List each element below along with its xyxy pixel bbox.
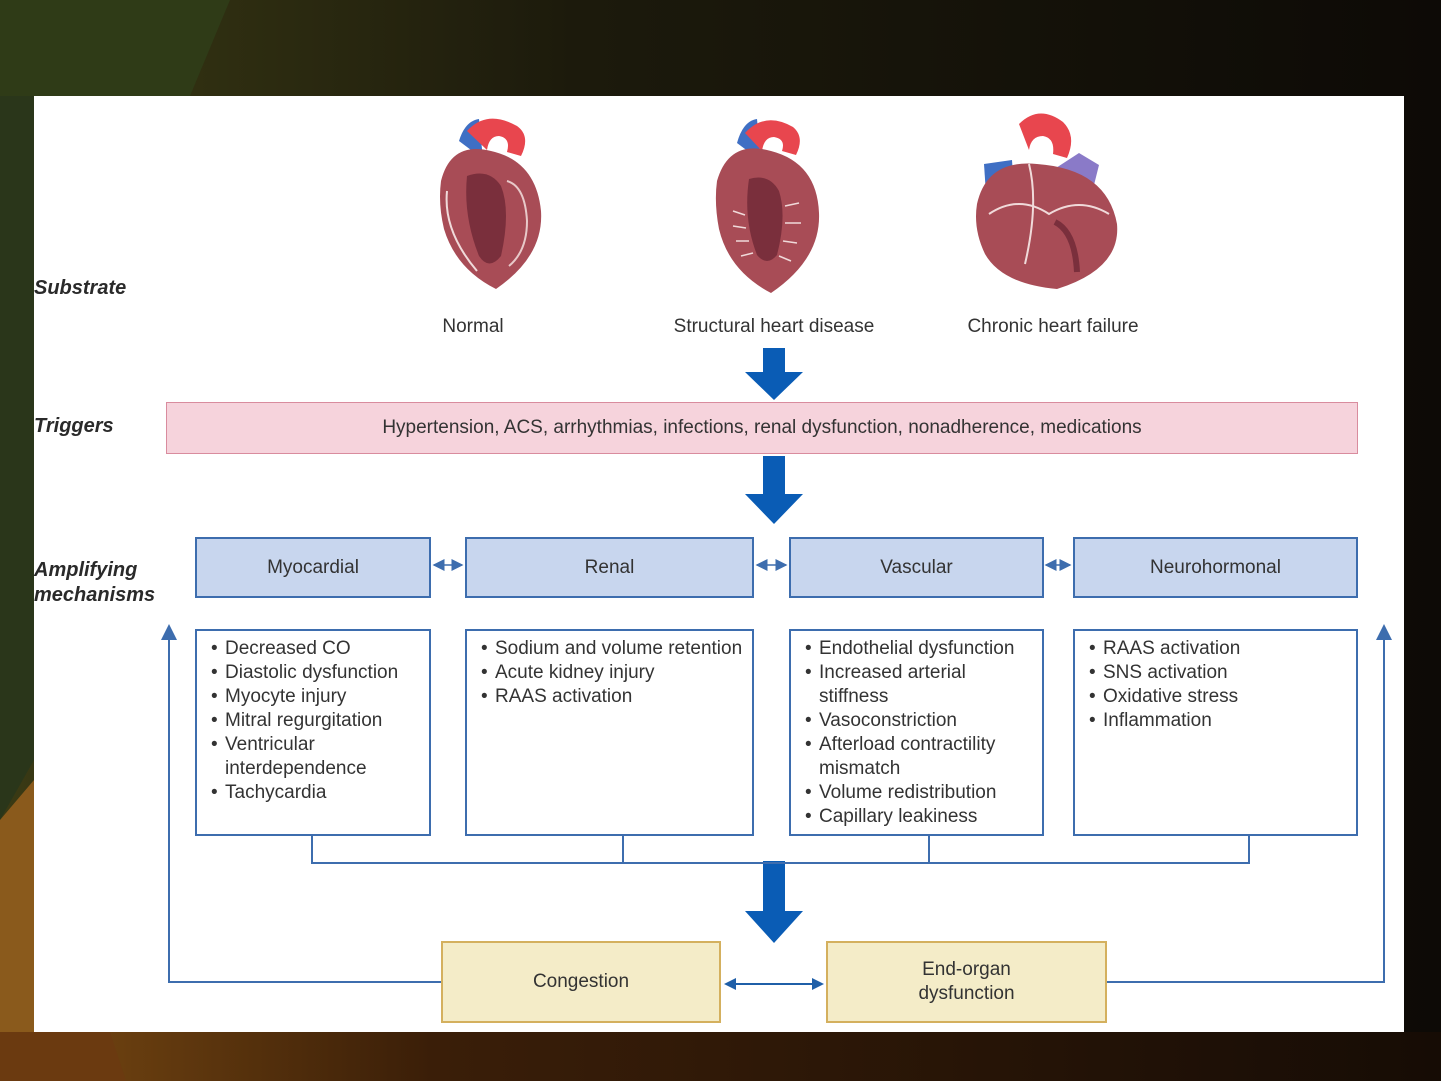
mechanism-list-vascular: Endothelial dysfunction Increased arteri… <box>789 629 1044 836</box>
down-arrow-triggers-mechanisms <box>745 456 803 524</box>
congestion-box: Congestion <box>441 941 721 1023</box>
row-label-triggers: Triggers <box>34 415 114 437</box>
feedback-loop-left <box>161 624 441 983</box>
congestion-label: Congestion <box>532 971 630 992</box>
connector-layer <box>161 348 1392 990</box>
list-item: Afterload contractility mismatch <box>805 733 1034 781</box>
mechanism-title: Vascular <box>880 556 953 578</box>
figure-panel: Substrate Triggers Amplifying mechanisms… <box>34 96 1404 1032</box>
list-item: Diastolic dysfunction <box>211 661 421 685</box>
list-item: Decreased CO <box>211 637 421 661</box>
list-item: RAAS activation <box>1089 637 1348 661</box>
substrate-caption-normal: Normal <box>442 316 504 337</box>
mechanism-list-neurohormonal: RAAS activation SNS activation Oxidative… <box>1073 629 1358 836</box>
row-label-substrate: Substrate <box>34 277 127 299</box>
list-item: Inflammation <box>1089 709 1348 733</box>
triggers-box: Hypertension, ACS, arrhythmias, infectio… <box>166 402 1358 454</box>
mechanism-header-vascular: Vascular <box>789 537 1044 598</box>
end-organ-label: End-organ dysfunction <box>918 959 1015 1004</box>
list-item: Endothelial dysfunction <box>805 637 1034 661</box>
mechanism-title: Neurohormonal <box>1150 556 1281 578</box>
list-item: Oxidative stress <box>1089 685 1348 709</box>
list-item: RAAS activation <box>481 685 744 709</box>
mechanism-list-renal: Sodium and volume retention Acute kidney… <box>465 629 754 836</box>
substrate-caption-chronic: Chronic heart failure <box>967 316 1139 337</box>
normal-heart-icon <box>440 118 542 289</box>
row-label-amplifying-mechanisms: Amplifying mechanisms <box>34 559 156 606</box>
enlarged-heart-icon <box>976 113 1118 289</box>
down-arrow-mechanisms-outcomes <box>745 861 803 943</box>
list-item: Tachycardia <box>211 781 421 805</box>
feedback-loop-right <box>1107 624 1392 983</box>
mechanism-header-renal: Renal <box>465 537 754 598</box>
list-item: Sodium and volume retention <box>481 637 744 661</box>
list-item: Mitral regurgitation <box>211 709 421 733</box>
list-item: Capillary leakiness <box>805 805 1034 829</box>
mechanism-title: Renal <box>584 556 635 578</box>
list-item: Increased arterial stiffness <box>805 661 1034 709</box>
list-item: Volume redistribution <box>805 781 1034 805</box>
mechanism-header-neurohormonal: Neurohormonal <box>1073 537 1358 598</box>
down-arrow-substrate-triggers <box>745 348 803 400</box>
triggers-text: Hypertension, ACS, arrhythmias, infectio… <box>382 417 1142 438</box>
list-item: Vasoconstriction <box>805 709 1034 733</box>
end-organ-dysfunction-box: End-organ dysfunction <box>826 941 1107 1023</box>
mechanism-bracket <box>311 836 1250 864</box>
substrate-caption-structural: Structural heart disease <box>673 316 875 337</box>
mechanism-list-myocardial: Decreased CO Diastolic dysfunction Myocy… <box>195 629 431 836</box>
list-item: SNS activation <box>1089 661 1348 685</box>
list-item: Ventricular interdependence <box>211 733 421 781</box>
mechanism-header-myocardial: Myocardial <box>195 537 431 598</box>
list-item: Acute kidney injury <box>481 661 744 685</box>
list-item: Myocyte injury <box>211 685 421 709</box>
structural-heart-icon <box>715 119 820 293</box>
mechanism-title: Myocardial <box>267 556 359 578</box>
